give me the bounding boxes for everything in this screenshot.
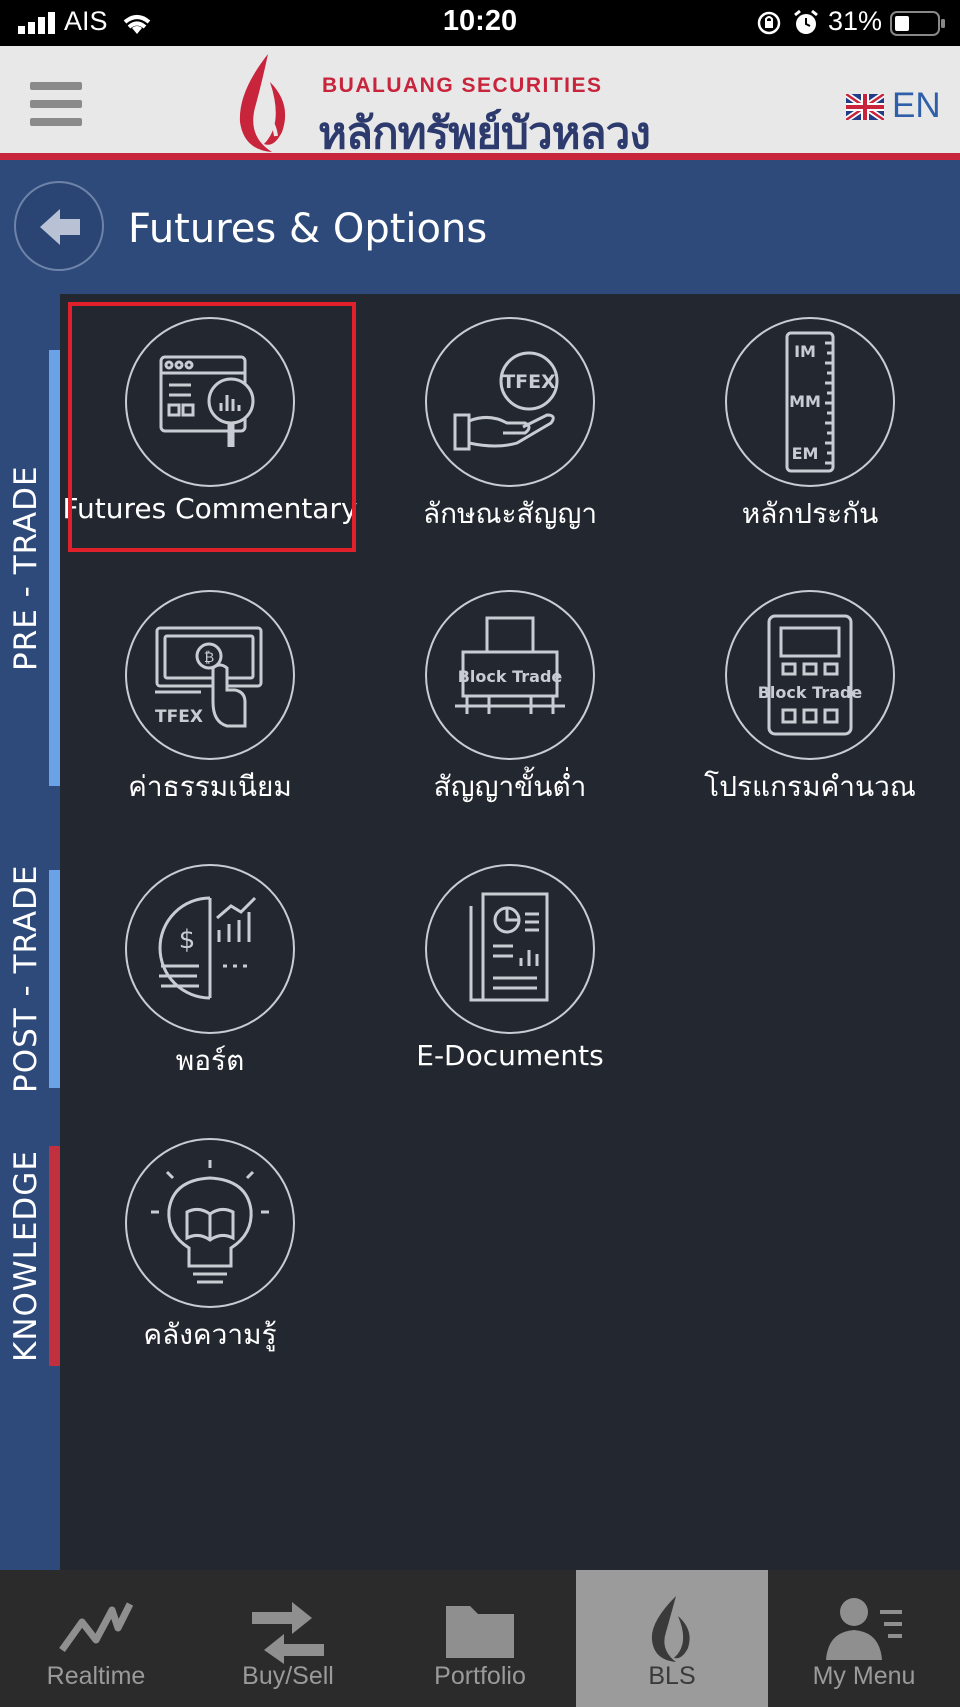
tile-portfolio[interactable]: $ พอร์ต: [60, 841, 360, 1111]
realtime-chart-icon: [59, 1602, 134, 1653]
signal-icon: [18, 12, 55, 34]
tile-calculator-program[interactable]: Block Trade โปรแกรมคำนวณ: [660, 567, 960, 837]
menu-grid: Futures Commentary TFEX ลักษณะสัญญา IM M…: [60, 294, 960, 1570]
tile-icon-circle: $: [125, 864, 295, 1034]
section-sidebar: PRE - TRADE POST - TRADE KNOWLEDGE: [0, 294, 60, 1570]
knowledge-section-bar: [49, 1146, 60, 1366]
margin-ruler-icon: IM MM EM: [785, 331, 835, 473]
svg-text:IM: IM: [794, 342, 816, 361]
nav-label: Portfolio: [434, 1662, 526, 1690]
buy-sell-arrows-icon: [252, 1602, 324, 1664]
tile-label: Futures Commentary: [62, 492, 358, 525]
post-trade-section-label: POST - TRADE: [8, 864, 44, 1094]
clock: 10:20: [442, 5, 518, 37]
svg-text:Block Trade: Block Trade: [758, 683, 863, 702]
tile-icon-circle: [125, 317, 295, 487]
svg-text:TFEX: TFEX: [155, 707, 203, 727]
tile-futures-commentary[interactable]: Futures Commentary: [60, 294, 360, 564]
nav-my-menu[interactable]: My Menu: [768, 1570, 960, 1707]
title-band: Futures & Options: [0, 160, 960, 294]
tile-label: คลังความรู้: [143, 1318, 277, 1351]
svg-text:$: $: [179, 925, 196, 955]
tile-icon-circle: Block Trade: [425, 590, 595, 760]
tile-icon-circle: [425, 864, 595, 1034]
tile-icon-circle: [125, 1138, 295, 1308]
pre-trade-section-label: PRE - TRADE: [8, 465, 44, 671]
tile-label: สัญญาขั้นต่ำ: [433, 770, 587, 803]
tile-icon-circle: TFEX: [425, 317, 595, 487]
tile-contract-specification[interactable]: TFEX ลักษณะสัญญา: [360, 294, 660, 564]
svg-text:TFEX: TFEX: [502, 371, 556, 393]
block-trade-calculator-icon: Block Trade: [758, 614, 863, 736]
menu-line-icon: [30, 100, 82, 108]
post-trade-section-bar: [49, 870, 60, 1088]
selection-highlight: [68, 302, 356, 552]
nav-label: Realtime: [46, 1662, 146, 1690]
header-divider: [0, 153, 960, 160]
tile-icon-circle: IM MM EM: [725, 317, 895, 487]
tile-label: พอร์ต: [175, 1044, 245, 1077]
svg-text:EM: EM: [792, 444, 819, 463]
menu-line-icon: [30, 118, 82, 126]
nav-realtime[interactable]: Realtime: [0, 1570, 192, 1707]
block-trade-minimum-icon: Block Trade: [455, 616, 565, 714]
e-documents-icon: [469, 892, 549, 1002]
page-title: Futures & Options: [128, 206, 488, 252]
nav-buy-sell[interactable]: Buy/Sell: [192, 1570, 384, 1707]
svg-text:MM: MM: [789, 392, 821, 411]
bls-logo-icon: [651, 1596, 690, 1662]
nav-label: Buy/Sell: [242, 1662, 334, 1690]
knowledge-bulb-icon: [151, 1160, 269, 1284]
portfolio-chart-icon: $: [158, 896, 257, 1000]
tile-label: ลักษณะสัญญา: [422, 497, 598, 530]
commentary-icon: [159, 355, 255, 447]
tile-label: โปรแกรมคำนวณ: [704, 770, 916, 803]
knowledge-section-label: KNOWLEDGE: [8, 1150, 44, 1362]
fee-icon: ₿ TFEX: [155, 626, 263, 728]
nav-label: My Menu: [812, 1662, 916, 1690]
pre-trade-section-bar: [49, 350, 60, 786]
nav-portfolio[interactable]: Portfolio: [384, 1570, 576, 1707]
back-button[interactable]: [14, 181, 104, 271]
tile-fees[interactable]: ₿ TFEX ค่าธรรมเนียม: [60, 567, 360, 837]
status-bar: AIS 10:20 31%: [0, 0, 960, 46]
bottom-navigation: Realtime Buy/Sell Portfolio BLS My Menu: [0, 1570, 960, 1707]
battery-percent: 31%: [828, 6, 883, 36]
user-menu-icon: [826, 1598, 902, 1660]
brand-name-english: BUALUANG SECURITIES: [322, 74, 603, 97]
nav-label: BLS: [648, 1662, 696, 1690]
carrier-name: AIS: [64, 6, 108, 36]
folder-icon: [446, 1606, 514, 1658]
uk-flag-icon[interactable]: [846, 94, 884, 120]
nav-bls[interactable]: BLS: [576, 1570, 768, 1707]
language-toggle[interactable]: EN: [892, 86, 941, 125]
svg-text:Block Trade: Block Trade: [458, 667, 563, 686]
tile-e-documents[interactable]: E-Documents: [360, 841, 660, 1111]
tile-icon-circle: Block Trade: [725, 590, 895, 760]
app-header: BUALUANG SECURITIES หลักทรัพย์บัวหลวง EN: [0, 46, 960, 160]
tile-knowledge-center[interactable]: คลังความรู้: [60, 1115, 360, 1385]
menu-line-icon: [30, 82, 82, 90]
contract-spec-icon: TFEX: [453, 351, 559, 451]
battery-icon: [890, 11, 945, 36]
hamburger-menu-button[interactable]: [30, 82, 82, 126]
tile-label: หลักประกัน: [741, 497, 879, 530]
tile-minimum-contract[interactable]: Block Trade สัญญาขั้นต่ำ: [360, 567, 660, 837]
brand-name-thai: หลักทรัพย์บัวหลวง: [318, 109, 651, 158]
wifi-icon: [123, 15, 151, 34]
svg-text:₿: ₿: [204, 650, 214, 666]
tile-margin[interactable]: IM MM EM หลักประกัน: [660, 294, 960, 564]
bualuang-lotus-logo-icon: [239, 54, 286, 152]
rotation-lock-icon: [757, 11, 781, 35]
tile-label: ค่าธรรมเนียม: [128, 770, 292, 803]
tile-label: E-Documents: [416, 1039, 604, 1072]
alarm-icon: [794, 9, 818, 34]
back-arrow-icon: [40, 209, 80, 245]
tile-icon-circle: ₿ TFEX: [125, 590, 295, 760]
